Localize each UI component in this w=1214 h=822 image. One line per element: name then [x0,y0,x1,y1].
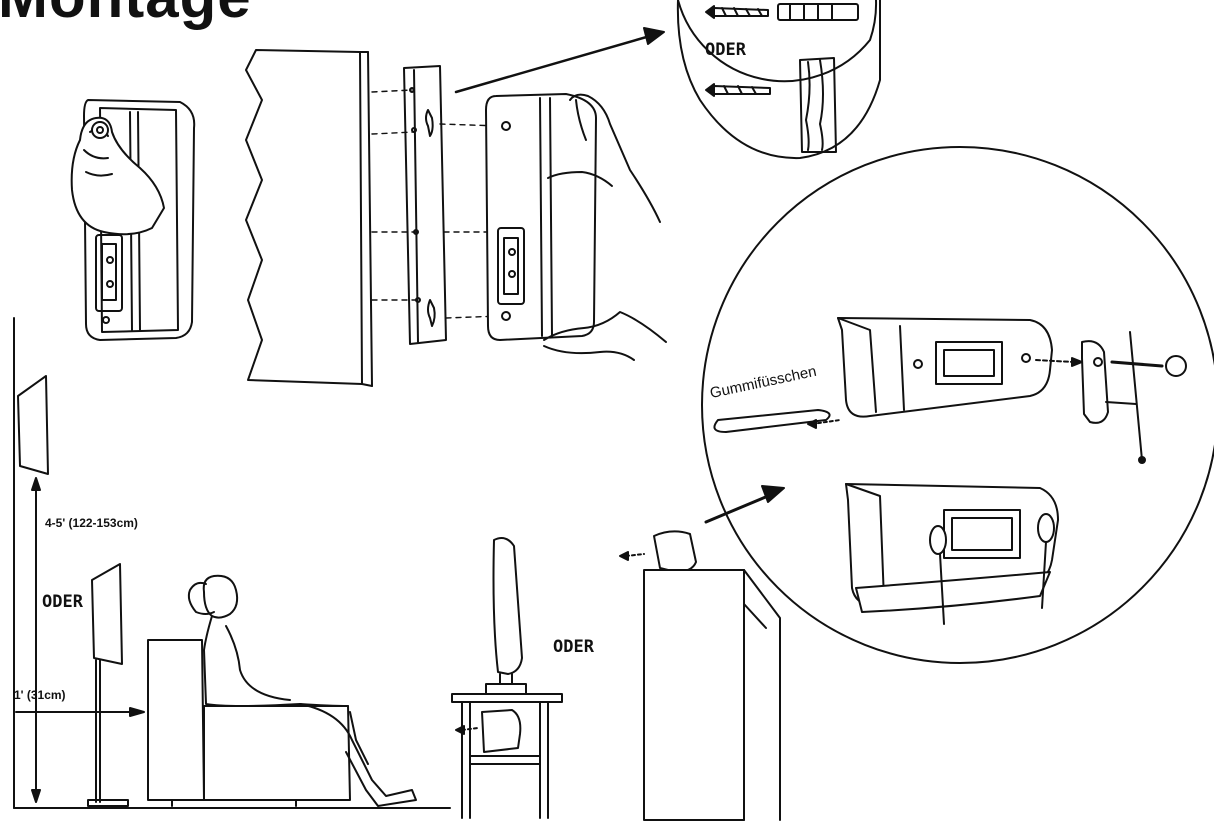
wall-or-stand-label: ODER [42,592,83,612]
wall-section [246,50,372,386]
page-title: Montage [0,0,252,31]
cabinet-scene [620,531,780,820]
height-dimension-label: 4-5' (122-153cm) [45,516,138,530]
arrow-to-screw-detail [456,28,664,92]
wall-mount-height-scene [14,318,450,808]
mounting-bracket [404,66,446,344]
table-or-cabinet-label: ODER [553,637,594,657]
stand-feet-detail [702,147,1214,663]
distance-dimension-label: 1' (31cm) [14,688,66,702]
screw-or-label: ODER [705,40,746,60]
speaker-being-mounted [486,94,666,360]
arrow-to-stand-detail [706,486,784,522]
tv-table-scene [452,538,562,818]
speaker-back-with-hand [72,100,195,340]
screw-options-detail [678,0,880,158]
